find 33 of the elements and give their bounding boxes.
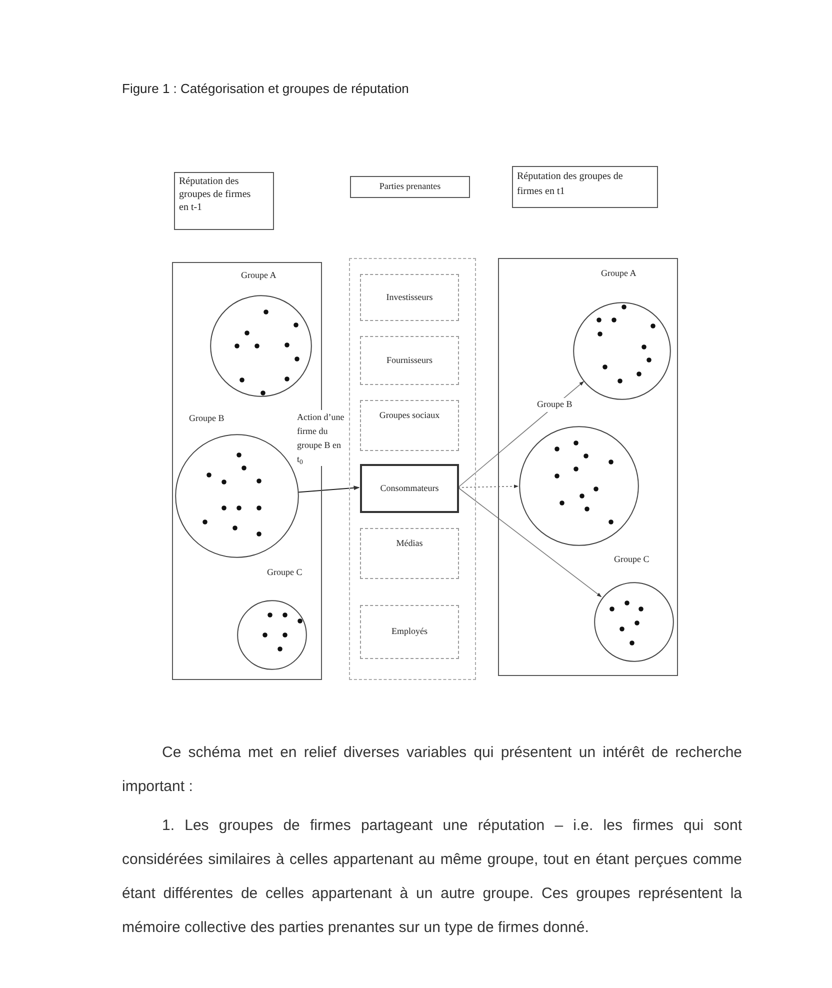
node-label: Groupe B <box>189 413 224 423</box>
node-label: Groupe C <box>614 554 650 564</box>
node-label: Fournisseurs <box>386 354 432 367</box>
label-box <box>360 528 459 579</box>
figure-title: Figure 1 : Catégorisation et groupes de réputation <box>122 80 409 98</box>
label-box <box>360 336 459 385</box>
label-box <box>360 274 459 321</box>
node-label: Employés <box>392 625 428 638</box>
node-label: Réputation des groupes de firmes en t1 <box>517 171 623 197</box>
arrow <box>297 486 360 493</box>
body-paragraph: Ce schéma met en relief diverses variables qui présentent un intérêt de recherche important : <box>122 743 742 797</box>
node-label: Groupe A <box>601 268 636 278</box>
node-label: Médias <box>396 537 423 550</box>
arrow <box>458 487 602 598</box>
body-paragraph: 1. Les groupes de firmes partageant une réputation – i.e. les firmes qui sont considérées similaires à celles appartenant au même groupe, tout en étant perçues comme étant différentes de celles appartenant à un autre groupe. Ces groupes représentent la mémoire collective des parties prenantes sur un type de firmes donné. <box>122 816 742 938</box>
node-label: Groupe C <box>267 567 302 577</box>
arrow <box>458 484 519 488</box>
label-box <box>360 605 459 659</box>
node-label: Consommateurs <box>380 482 439 495</box>
label-box <box>174 172 274 230</box>
panel-frame <box>498 258 678 676</box>
label-box <box>512 166 658 208</box>
label-box <box>360 464 459 513</box>
node-label: Investisseurs <box>386 290 433 304</box>
node-label: Groupes sociaux <box>379 409 440 422</box>
label-box <box>350 176 470 198</box>
node-label: Groupe A <box>241 270 276 280</box>
label-box <box>360 400 459 451</box>
node-label: Parties prenantes <box>379 180 441 194</box>
edge-label: Action d’une firme du groupe B en t$_{0}$ <box>297 410 346 466</box>
node-label: Groupe B <box>537 399 572 409</box>
panel-frame <box>349 258 476 680</box>
node-label: Réputation des groupes de firmes en t-1 <box>179 176 251 213</box>
